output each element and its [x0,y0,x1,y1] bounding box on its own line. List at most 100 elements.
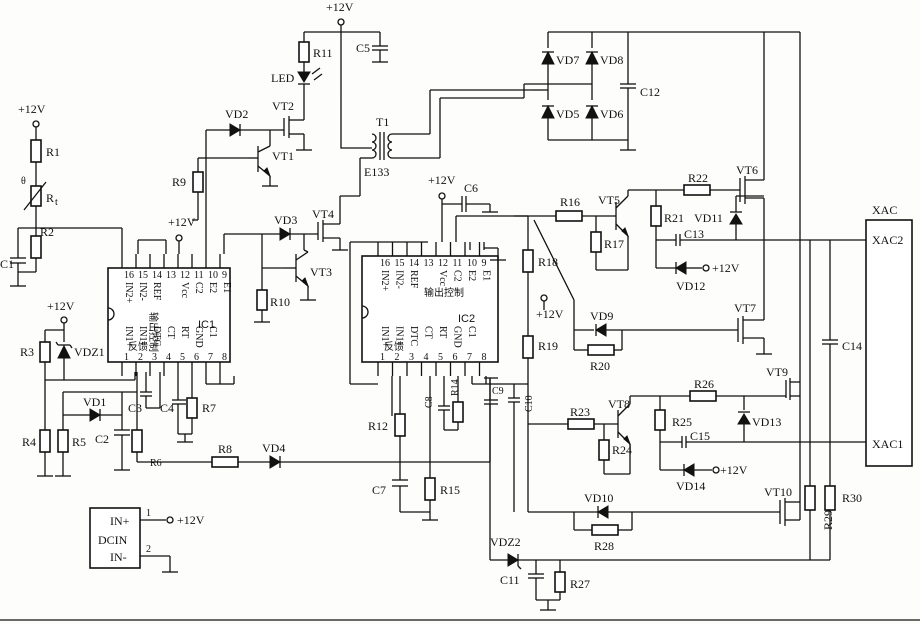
ic2-pin-6: 6 [453,352,458,363]
R22-label: R22 [688,171,708,185]
ic2-pin-10: 10 [467,258,477,269]
R7-label: R7 [202,401,216,415]
ic1-pin-name-ref: REF [151,282,162,301]
ic2-pin-9: 9 [482,258,487,269]
VT1-label: VT1 [272,149,294,163]
VD7-label: VD7 [556,53,579,67]
v12-vd12-label: +12V [712,261,740,275]
C3-label: C3 [128,401,142,415]
R20-resistor [587,344,615,356]
VT4-label: VT4 [312,207,334,221]
R10-label: R10 [270,295,290,309]
XAC1-label: XAC1 [872,437,903,451]
ic1-ctrl: 输出控制 [147,312,160,352]
VT5-label: VT5 [598,193,620,207]
R4-resistor [39,429,51,453]
ic2-pin-name-c1: C1 [466,326,477,338]
R23-label: R23 [570,405,590,419]
v12-dcin-label: +12V [177,513,205,527]
ic1-pin-2: 2 [138,352,143,363]
ic1-pin-7: 7 [208,352,213,363]
C10-label: C10 [524,395,535,412]
ic1-pin-15: 15 [138,270,148,281]
E133-label: E133 [364,165,389,179]
Rt-sub-label: t [55,197,58,208]
ic2-name: IC2 [458,313,475,325]
ic2-pin-1: 1 [380,352,385,363]
R28-resistor [591,524,619,536]
R16-resistor [555,210,583,222]
ic1-pin-13: 13 [166,270,176,281]
C15-label: C15 [690,429,710,443]
ic2-pin-15: 15 [395,258,405,269]
C2-label: C2 [95,432,109,446]
VT8-label: VT8 [608,397,630,411]
R7-resistor [186,397,198,419]
VT3-label: VT3 [310,265,332,279]
VD3-label: VD3 [274,213,297,227]
R16-label: R16 [560,195,580,209]
ic1-pin-4: 4 [166,352,171,363]
transformer-t1: T1 E133 [339,83,592,214]
ic1-pin-name-e2: E2 [207,282,218,293]
R14-resistor [452,401,464,423]
R25-label: R25 [672,415,692,429]
VD2-label: VD2 [225,107,248,121]
ic2-pin-7: 7 [467,352,472,363]
R19-resistor [522,335,534,359]
IN-minus-label: IN- [110,550,127,564]
ic1-pin-16: 16 [124,270,134,281]
VD8-label: VD8 [600,53,623,67]
VDZ1-label: VDZ1 [74,345,105,359]
ic1-pin-8: 8 [222,352,227,363]
R29-resistor [804,485,816,511]
R12-label: R12 [368,419,388,433]
VD9-label: VD9 [590,309,613,323]
ic1-pin-6: 6 [194,352,199,363]
C13-label: C13 [684,227,704,241]
ic2-pin-16: 16 [380,258,390,269]
ic2-pin-12: 12 [438,258,448,269]
C6-label: C6 [464,181,478,195]
top-supply: +12V R11 LED C5 [271,0,388,100]
R8-resistor [211,456,239,468]
ic2-fb: 反馈 [384,340,404,353]
C9-label: C9 [492,386,504,397]
R2-label: R2 [40,225,54,239]
xac-connector: XAC XAC2 XAC1 [865,203,913,467]
VD13-label: VD13 [752,415,781,429]
R5-label: R5 [72,435,86,449]
ic1-pin-name-in1+: IN1+ [123,326,134,348]
C8-label: C8 [424,396,435,408]
v12-ic1-label: +12V [168,215,196,229]
VD14-label: VD14 [676,479,705,493]
R28-label: R28 [594,539,614,553]
ic2-ctrl: 输出控制 [424,286,464,299]
IN-plus-label: IN+ [110,514,130,528]
R9-label: R9 [172,175,186,189]
input-section: +12V R1 θ R t R2 C1 +12V VDZ1 [0,102,491,477]
v12-r18-label: +12V [536,307,564,321]
Rt-label: R [46,191,54,205]
VT9-label: VT9 [766,365,788,379]
VT6-label: VT6 [736,163,758,177]
VD6-label: VD6 [600,107,623,121]
v12-vdz1-label: +12V [47,299,75,313]
R22-resistor [683,184,711,196]
R17-resistor [590,231,602,253]
VD4-label: VD4 [262,441,285,455]
R8-label: R8 [218,442,232,456]
XAC-label: XAC [872,203,897,217]
ic1-pin-name-rt: RT [179,326,190,338]
ic2-pin-name-in1+: IN1+ [379,326,390,348]
ic2-pin-name-e2: E2 [466,270,477,281]
R9-resistor [192,171,204,193]
upper-bridge: R16 VT5 R17 R22 R21 C13 +12V VD12 [514,163,866,384]
ic2-pin-name-e1: E1 [481,270,492,281]
R20-label: R20 [590,359,610,373]
ic2-pin-2: 2 [395,352,400,363]
ic1-pin-name-in1-: IN1- [137,326,148,345]
R5-resistor [57,429,69,453]
